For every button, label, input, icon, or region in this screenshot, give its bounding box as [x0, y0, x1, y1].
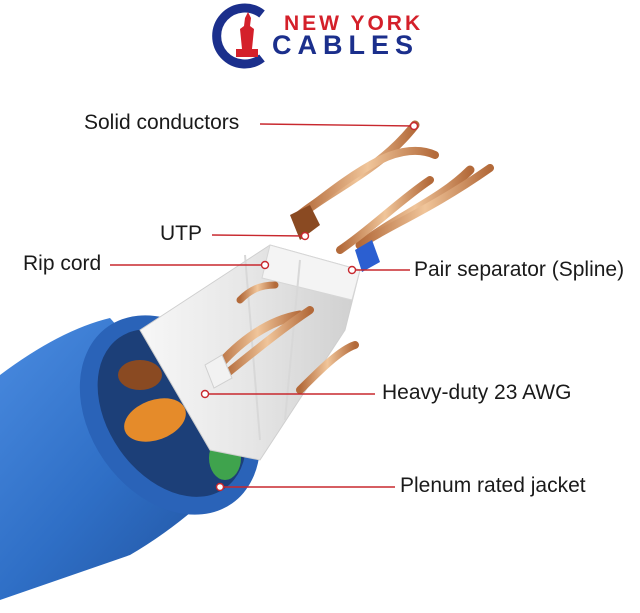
- dot-utp: [300, 231, 310, 241]
- leader-lines: [110, 123, 415, 488]
- leader-solid-conductors: [259, 123, 415, 127]
- label-rip-cord: Rip cord: [23, 252, 102, 275]
- dot-solid-conductors: [409, 121, 419, 131]
- logo-line-cables: CABLES: [272, 30, 420, 60]
- label-plenum-jacket: Plenum rated jacket: [400, 474, 586, 497]
- label-utp: UTP: [160, 222, 202, 245]
- dot-pair-separator: [347, 265, 357, 275]
- label-pair-separator: Pair separator (Spline): [414, 258, 625, 281]
- dot-plenum-jacket: [215, 482, 225, 492]
- statue-of-liberty-icon: [236, 12, 258, 57]
- wire-insulation: [204, 205, 380, 389]
- label-solid-conductors: Solid conductors: [84, 111, 240, 134]
- leader-utp: [211, 234, 306, 237]
- leader-dots: [200, 121, 419, 492]
- logo-c-mark: [212, 3, 265, 69]
- inner-pairs: [118, 360, 241, 480]
- brand-logo: [212, 3, 265, 69]
- dot-heavy-duty: [200, 389, 210, 399]
- dot-rip-cord: [260, 260, 270, 270]
- logo-line-new-york: NEW YORK: [284, 12, 424, 35]
- label-heavy-duty: Heavy-duty 23 AWG: [382, 381, 572, 404]
